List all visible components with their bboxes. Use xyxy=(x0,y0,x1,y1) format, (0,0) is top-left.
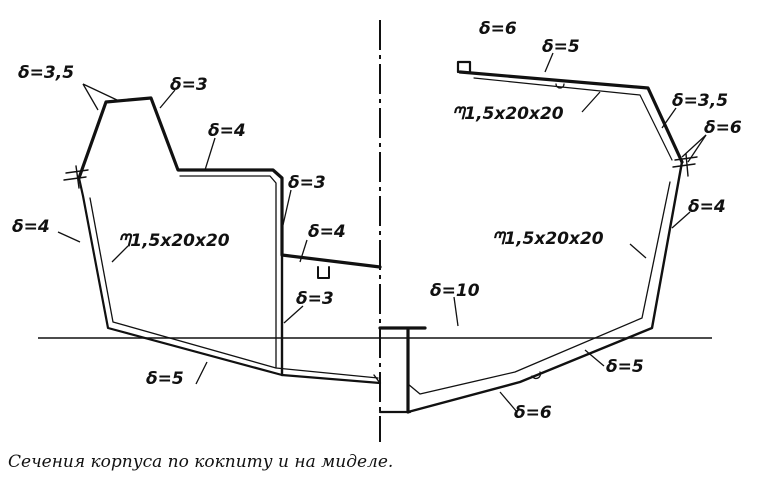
label-right-thickness-6-top: δ=6 xyxy=(479,19,517,39)
label-left-thickness-3-inner: δ=3 xyxy=(296,289,334,309)
label-left-thickness-3-top: δ=3 xyxy=(170,75,208,95)
label-left-frame-profile: ᘉ1,5x20x20 xyxy=(118,231,230,251)
label-left-thickness-4-side: δ=4 xyxy=(12,217,50,237)
label-left-thickness-5-bottom: δ=5 xyxy=(146,369,184,389)
label-left-thickness-4-deck: δ=4 xyxy=(208,121,246,141)
label-right-thickness-6-chine: δ=6 xyxy=(704,118,742,138)
label-right-thickness-5-bottom: δ=5 xyxy=(606,357,644,377)
label-right-thickness-10-keel: δ=10 xyxy=(430,281,480,301)
left-hull-section xyxy=(63,96,382,385)
label-right-frame-profile: ᘉ1,5x20x20 xyxy=(492,229,604,249)
label-right-thickness-4-side: δ=4 xyxy=(688,197,726,217)
label-right-thickness-3-5: δ=3,5 xyxy=(672,91,728,111)
label-left-thickness-4-cockpit: δ=4 xyxy=(308,222,346,242)
label-right-frame-profile-top: ᘉ1,5x20x20 xyxy=(452,104,564,124)
label-right-thickness-6-bottom: δ=6 xyxy=(514,403,552,423)
label-left-thickness-3-upright: δ=3 xyxy=(288,173,326,193)
label-left-thickness-3-5: δ=3,5 xyxy=(18,63,74,83)
label-right-thickness-5-deck: δ=5 xyxy=(542,37,580,57)
right-hull-section xyxy=(378,60,698,414)
leader-lines xyxy=(57,52,707,413)
figure-caption: Сечения корпуса по кокпиту и на миделе. xyxy=(8,452,394,472)
